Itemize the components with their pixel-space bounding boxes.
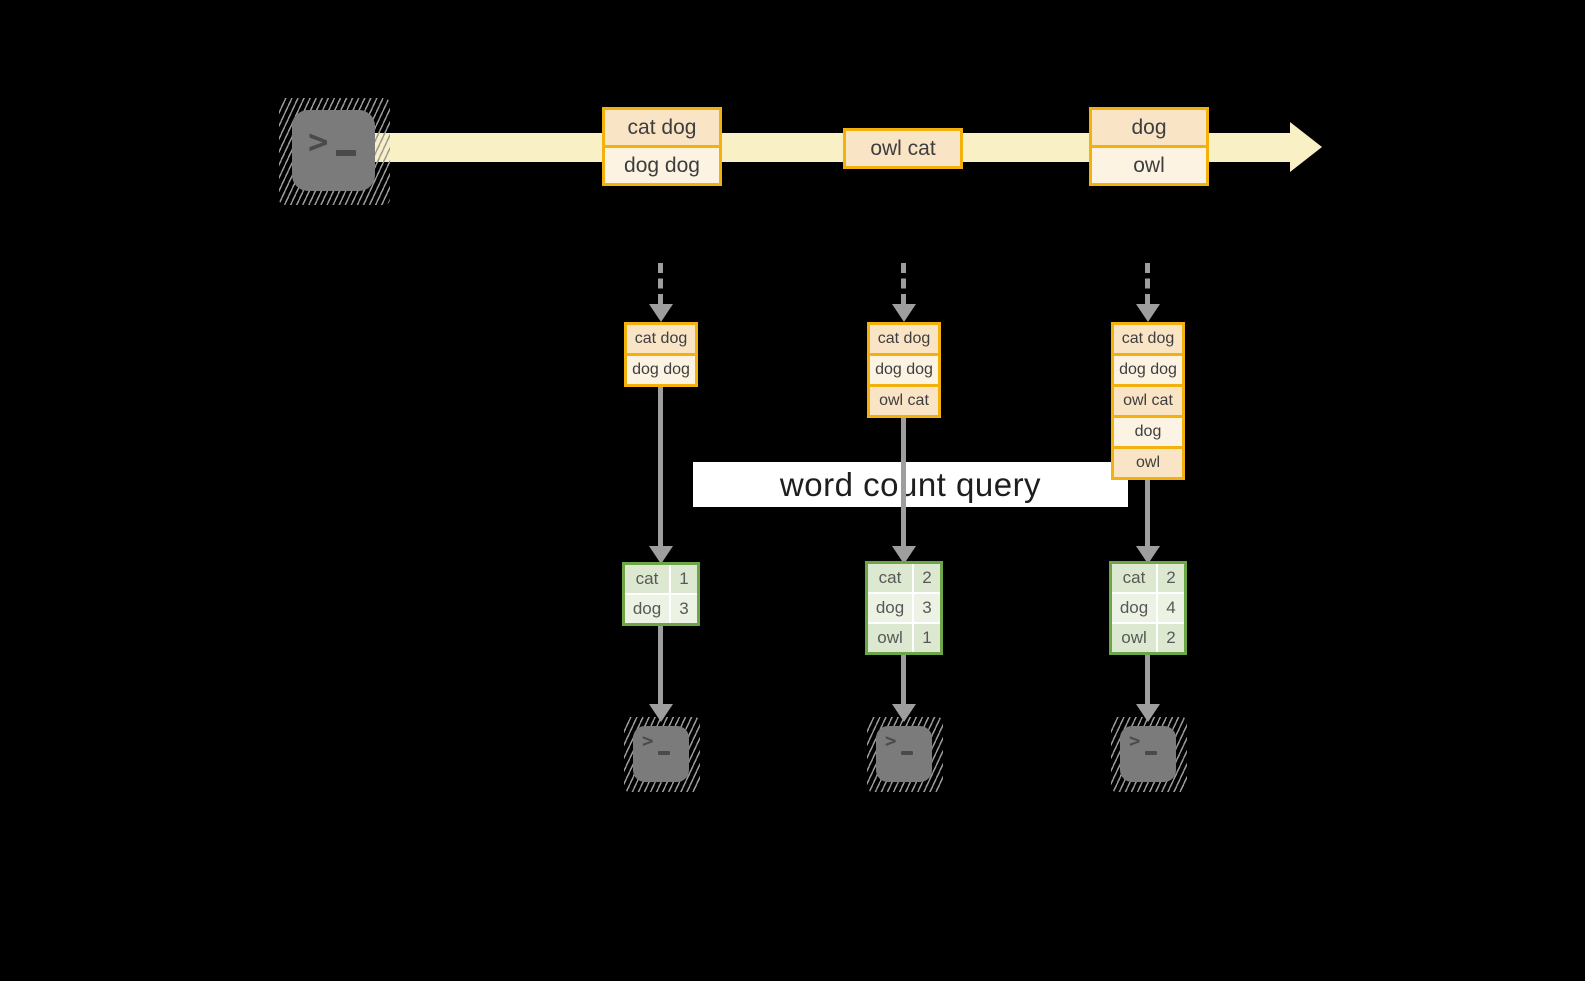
sink-terminal-icon-2: > [867, 717, 943, 792]
count-value: 2 [1158, 564, 1184, 592]
query-label: word count query [779, 465, 1042, 503]
count-word: dog [625, 595, 669, 623]
count-word: cat [868, 564, 912, 592]
event-line: cat dog [605, 110, 719, 145]
sink-terminal-icon-3: > [1111, 717, 1187, 792]
buffer-line: cat dog [627, 325, 695, 353]
sink-terminal-icon-1: > [624, 717, 700, 792]
buffer-line: owl [1114, 446, 1182, 477]
connector-line [901, 655, 906, 704]
arrowhead-icon [892, 704, 916, 722]
query-label-box: word count query [693, 462, 1128, 507]
count-value: 3 [914, 594, 940, 622]
buffer-line: cat dog [1114, 325, 1182, 353]
arrowhead-icon [1136, 546, 1160, 564]
count-value: 3 [671, 595, 697, 623]
count-value: 2 [914, 564, 940, 592]
connector-line [658, 387, 663, 546]
buffer-line: owl cat [1114, 384, 1182, 415]
stream-arrowhead-icon [1290, 122, 1322, 172]
count-word: owl [868, 624, 912, 652]
buffer-line: dog dog [870, 353, 938, 384]
terminal-prompt-icon: > [1129, 730, 1141, 752]
terminal-cursor-icon [336, 150, 356, 156]
buffered-events-stack-1: cat dog dog dog [624, 322, 698, 387]
event-line: dog [1092, 110, 1206, 145]
buffered-events-stack-3: cat dog dog dog owl cat dog owl [1111, 322, 1185, 480]
terminal-prompt-icon: > [308, 122, 329, 162]
dashed-arrowhead-icon [1136, 304, 1160, 322]
buffer-line: dog dog [1114, 353, 1182, 384]
count-word: cat [625, 565, 669, 593]
connector-line [658, 626, 663, 704]
count-word: dog [1112, 594, 1156, 622]
terminal-cursor-icon [658, 751, 670, 755]
event-line: dog dog [605, 145, 719, 183]
count-value: 1 [914, 624, 940, 652]
event-line: owl cat [846, 131, 960, 166]
count-table-2: cat 2 dog 3 owl 1 [865, 561, 943, 655]
count-word: dog [868, 594, 912, 622]
connector-line [1145, 655, 1150, 704]
buffer-line: owl cat [870, 384, 938, 415]
source-terminal-icon: > [279, 98, 390, 205]
count-value: 1 [671, 565, 697, 593]
dashed-arrow [1145, 263, 1150, 304]
arrowhead-icon [649, 546, 673, 564]
terminal-body [292, 110, 375, 191]
terminal-prompt-icon: > [885, 730, 897, 752]
terminal-cursor-icon [1145, 751, 1157, 755]
terminal-cursor-icon [901, 751, 913, 755]
buffer-line: dog dog [627, 353, 695, 384]
stream-event-box-2: owl cat [843, 128, 963, 169]
terminal-prompt-icon: > [642, 730, 654, 752]
count-value: 2 [1158, 624, 1184, 652]
count-value: 4 [1158, 594, 1184, 622]
count-word: cat [1112, 564, 1156, 592]
event-line: owl [1092, 145, 1206, 183]
dashed-arrow [658, 263, 663, 304]
dashed-arrow [901, 263, 906, 304]
buffer-line: dog [1114, 415, 1182, 446]
connector-line [1145, 480, 1150, 546]
buffered-events-stack-2: cat dog dog dog owl cat [867, 322, 941, 418]
dashed-arrowhead-icon [892, 304, 916, 322]
count-table-3: cat 2 dog 4 owl 2 [1109, 561, 1187, 655]
count-word: owl [1112, 624, 1156, 652]
buffer-line: cat dog [870, 325, 938, 353]
count-table-1: cat 1 dog 3 [622, 562, 700, 626]
dashed-arrowhead-icon [649, 304, 673, 322]
stream-event-box-1: cat dog dog dog [602, 107, 722, 186]
arrowhead-icon [1136, 704, 1160, 722]
arrowhead-icon [649, 704, 673, 722]
connector-line [901, 418, 906, 546]
stream-event-box-3: dog owl [1089, 107, 1209, 186]
arrowhead-icon [892, 546, 916, 564]
